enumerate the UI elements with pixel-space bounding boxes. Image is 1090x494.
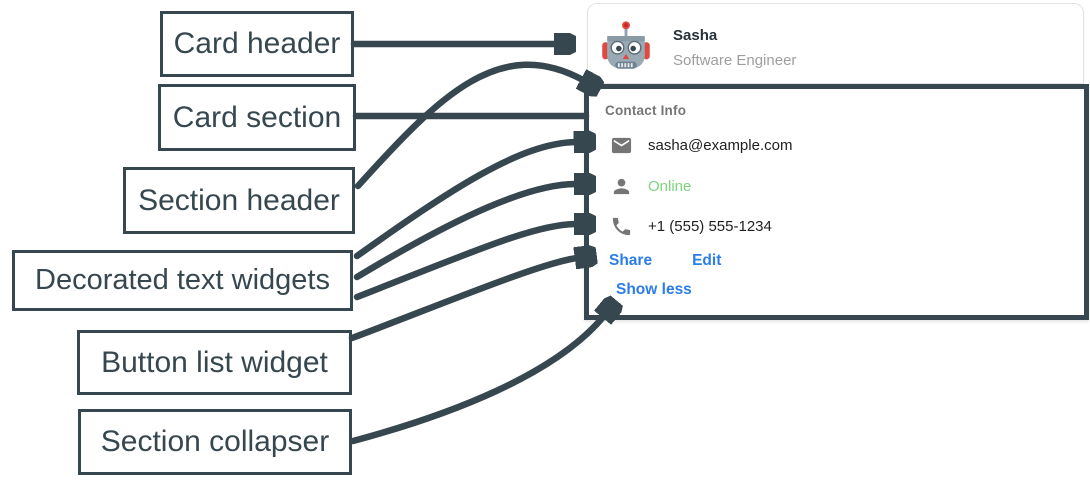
phone-text: +1 (555) 555-1234 <box>648 217 772 235</box>
label-decorated-text-widgets: Decorated text widgets <box>12 250 353 311</box>
email-row: sasha@example.com <box>610 133 792 157</box>
status-text: Online <box>648 177 692 195</box>
label-card-header: Card header <box>160 11 354 77</box>
arrow-section-collapser <box>349 316 604 445</box>
person-subtitle: Software Engineer <box>673 52 797 69</box>
arrow-button-list <box>348 258 577 342</box>
card-header: Sasha Software Engineer <box>587 3 1084 84</box>
email-text: sasha@example.com <box>648 136 793 154</box>
section-header: Contact Info <box>605 103 687 118</box>
button-list: Share Edit <box>609 252 721 270</box>
label-section-header: Section header <box>123 167 355 234</box>
card-section: Contact Info sasha@example.com Online +1… <box>584 84 1089 320</box>
robot-avatar-icon <box>602 21 650 69</box>
section-collapser-button[interactable]: Show less <box>616 281 692 298</box>
arrow-decorated-text-2 <box>353 184 576 281</box>
phone-row: +1 (555) 555-1234 <box>610 214 772 238</box>
edit-button[interactable]: Edit <box>692 252 722 269</box>
share-button[interactable]: Share <box>609 252 653 269</box>
arrow-decorated-text-3 <box>353 224 576 301</box>
label-card-section: Card section <box>158 84 356 151</box>
label-section-collapser: Section collapser <box>78 409 352 475</box>
person-name: Sasha <box>673 27 718 44</box>
status-row: Online <box>610 174 691 198</box>
label-button-list-widget: Button list widget <box>77 330 352 395</box>
person-icon <box>613 178 630 194</box>
mail-icon <box>611 137 632 153</box>
arrow-section-header <box>354 61 583 190</box>
arrow-decorated-text-1 <box>353 142 576 260</box>
phone-icon <box>612 217 631 235</box>
